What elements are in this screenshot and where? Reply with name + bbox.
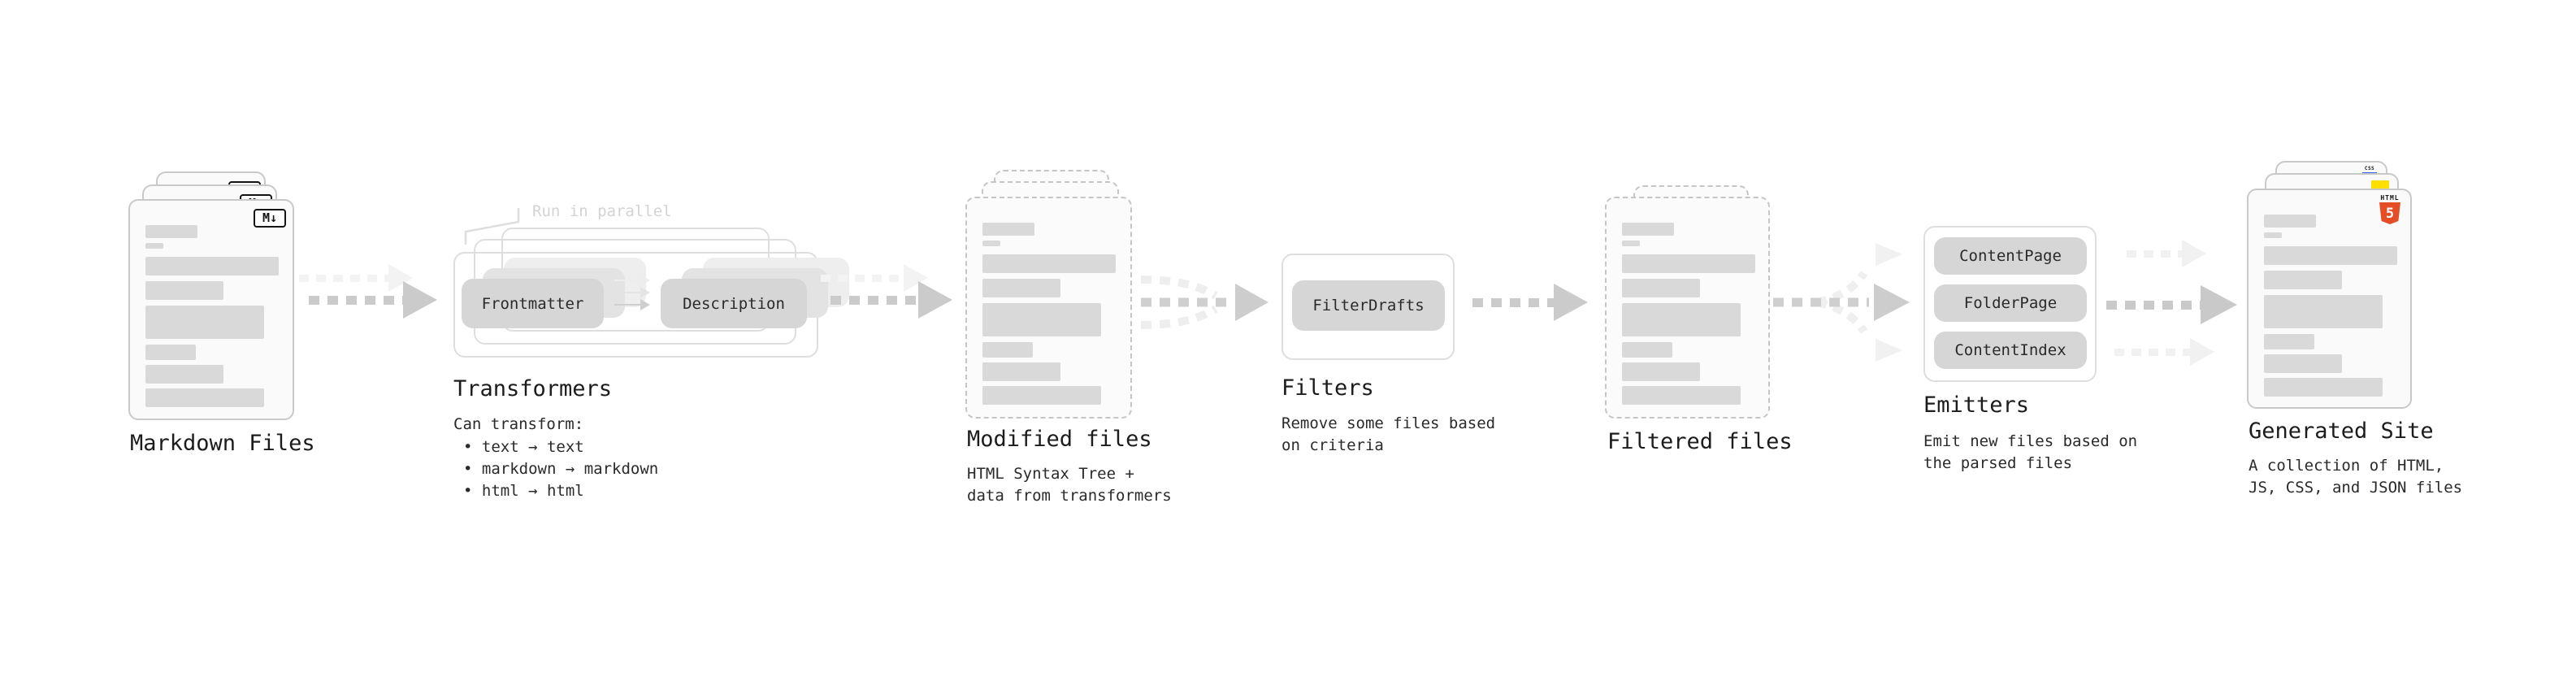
file-card-front	[965, 197, 1132, 419]
transform-bullet: • html → html	[463, 482, 584, 500]
parallel-arrow-icon	[614, 299, 650, 310]
flow-arrow-transformers-to-modified	[830, 281, 952, 319]
doc-line-bar	[145, 365, 223, 384]
flow-arrow-fanout-filtered-to-emitters	[1773, 243, 1910, 362]
stage-caption-modified-files: HTML Syntax Tree + data from transformer…	[967, 465, 1172, 505]
doc-line-bar	[982, 342, 1033, 358]
filter-node-filterdrafts: FilterDrafts	[1292, 280, 1445, 331]
js-icon	[2371, 180, 2389, 189]
doc-line-bar	[1622, 279, 1700, 297]
doc-line-bar	[145, 225, 197, 238]
flow-arrow-emitter-bottom	[2114, 338, 2214, 366]
run-in-parallel-callout-line	[464, 208, 520, 245]
doc-line-bar	[2264, 334, 2314, 349]
stage-title-markdown-files: Markdown Files	[130, 431, 315, 456]
stage-caption-generated-site: A collection of HTML, JS, CSS, and JSON …	[2249, 457, 2463, 497]
markdown-icon: M↓	[254, 209, 286, 228]
transform-bullet: • markdown → markdown	[463, 460, 659, 478]
doc-line-bar	[145, 257, 279, 275]
html5-icon-shield: 5	[2379, 202, 2400, 224]
doc-line-bar	[145, 243, 163, 249]
doc-line-bar	[982, 254, 1116, 273]
doc-line-bar	[2264, 378, 2383, 397]
doc-line-bar	[1622, 254, 1755, 273]
parallel-arrow-icon	[614, 275, 650, 286]
doc-line-bar	[2264, 232, 2282, 238]
doc-line-bar	[982, 303, 1101, 336]
stage-caption-emitters: Emit new files based on the parsed files	[1923, 432, 2138, 472]
doc-line-bar	[145, 345, 196, 360]
doc-line-bar	[1622, 241, 1640, 246]
doc-line-bar	[145, 306, 264, 339]
emitter-node-contentindex: ContentIndex	[1934, 332, 2087, 369]
transformer-node-frontmatter: Frontmatter	[462, 279, 604, 328]
emitters-frame	[1923, 226, 2097, 382]
stage-caption-transformers: Can transform:	[453, 415, 584, 433]
html5-icon-word: HTML	[2380, 194, 2400, 202]
emitter-node-folderpage: FolderPage	[1934, 284, 2087, 322]
transform-bullet: • text → text	[463, 438, 584, 456]
flow-arrow-fanin-modified-to-filters	[1140, 275, 1268, 329]
stage-title-modified-files: Modified files	[967, 427, 1152, 452]
run-in-parallel-annotation: Run in parallel	[532, 202, 672, 220]
flow-arrow-markdown-to-transformers	[309, 281, 437, 319]
doc-line-bar	[982, 279, 1060, 297]
stage-title-emitters: Emitters	[1923, 393, 2030, 418]
doc-line-bar	[2264, 246, 2397, 265]
emitter-node-contentpage: ContentPage	[1934, 237, 2087, 275]
stage-title-transformers: Transformers	[453, 376, 613, 401]
doc-line-bar	[982, 223, 1034, 236]
doc-line-bar	[1622, 386, 1741, 405]
doc-line-bar	[2264, 271, 2342, 289]
stage-title-filters: Filters	[1281, 375, 1374, 401]
doc-line-bar	[1622, 342, 1672, 358]
filters-frame	[1281, 254, 1455, 360]
file-card-front	[1605, 197, 1770, 419]
parallel-arrow-icon	[614, 287, 650, 298]
flow-arrow-emitter-mid	[2106, 285, 2237, 324]
file-card-front: M↓	[128, 199, 294, 420]
css-icon-label: CSS	[2364, 166, 2375, 171]
doc-line-bar	[1622, 303, 1741, 336]
flow-arrow-emitter-top	[2127, 240, 2206, 267]
doc-line-bar	[2264, 295, 2383, 328]
stage-title-filtered-files: Filtered files	[1607, 429, 1793, 454]
doc-line-bar	[1622, 362, 1700, 381]
doc-line-bar	[2264, 354, 2342, 373]
flow-arrow-filters-to-filtered	[1472, 284, 1588, 321]
doc-line-bar	[2264, 215, 2316, 228]
doc-line-bar	[982, 241, 1000, 246]
doc-line-bar	[1622, 223, 1674, 236]
file-card-front: HTML 5	[2247, 189, 2412, 409]
doc-line-bar	[145, 281, 223, 300]
html5-icon: HTML 5	[2379, 194, 2401, 224]
stage-title-generated-site: Generated Site	[2249, 419, 2434, 444]
doc-line-bar	[982, 362, 1060, 381]
doc-line-bar	[982, 386, 1101, 405]
transformer-node-description: Description	[661, 279, 807, 328]
stage-caption-filters: Remove some files based on criteria	[1281, 414, 1496, 454]
doc-line-bar	[145, 388, 264, 407]
